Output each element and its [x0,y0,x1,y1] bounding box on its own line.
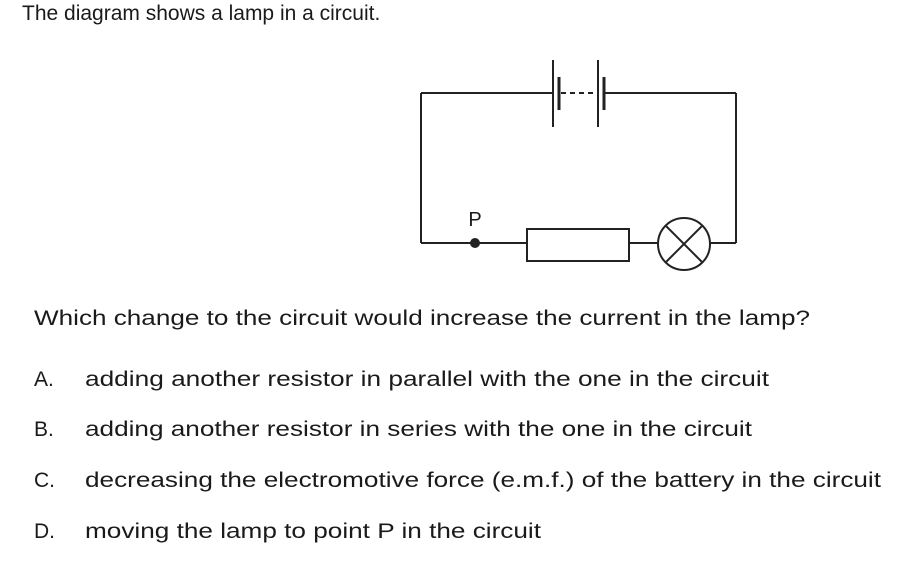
battery-icon [552,60,606,127]
option-letter: B. [34,418,54,441]
lamp-circle [657,217,711,271]
option-text: moving the lamp to point P in the circui… [85,520,541,543]
point-p-dot [470,238,480,248]
option-text: decreasing the electromotive force (e.m.… [85,469,881,492]
option-letter: D. [34,520,55,543]
question-text: Which change to the circuit would increa… [34,307,810,330]
intro-text: The diagram shows a lamp in a circuit. [22,2,381,25]
lamp-cross-2 [664,224,704,264]
option-letter: A. [34,368,54,391]
lamp-icon [657,217,711,271]
option-letter: C. [34,469,55,492]
resistor-icon [526,228,630,262]
option-text: adding another resistor in series with t… [85,418,752,441]
point-p-label: P [468,209,481,231]
option-text: adding another resistor in parallel with… [85,368,769,391]
